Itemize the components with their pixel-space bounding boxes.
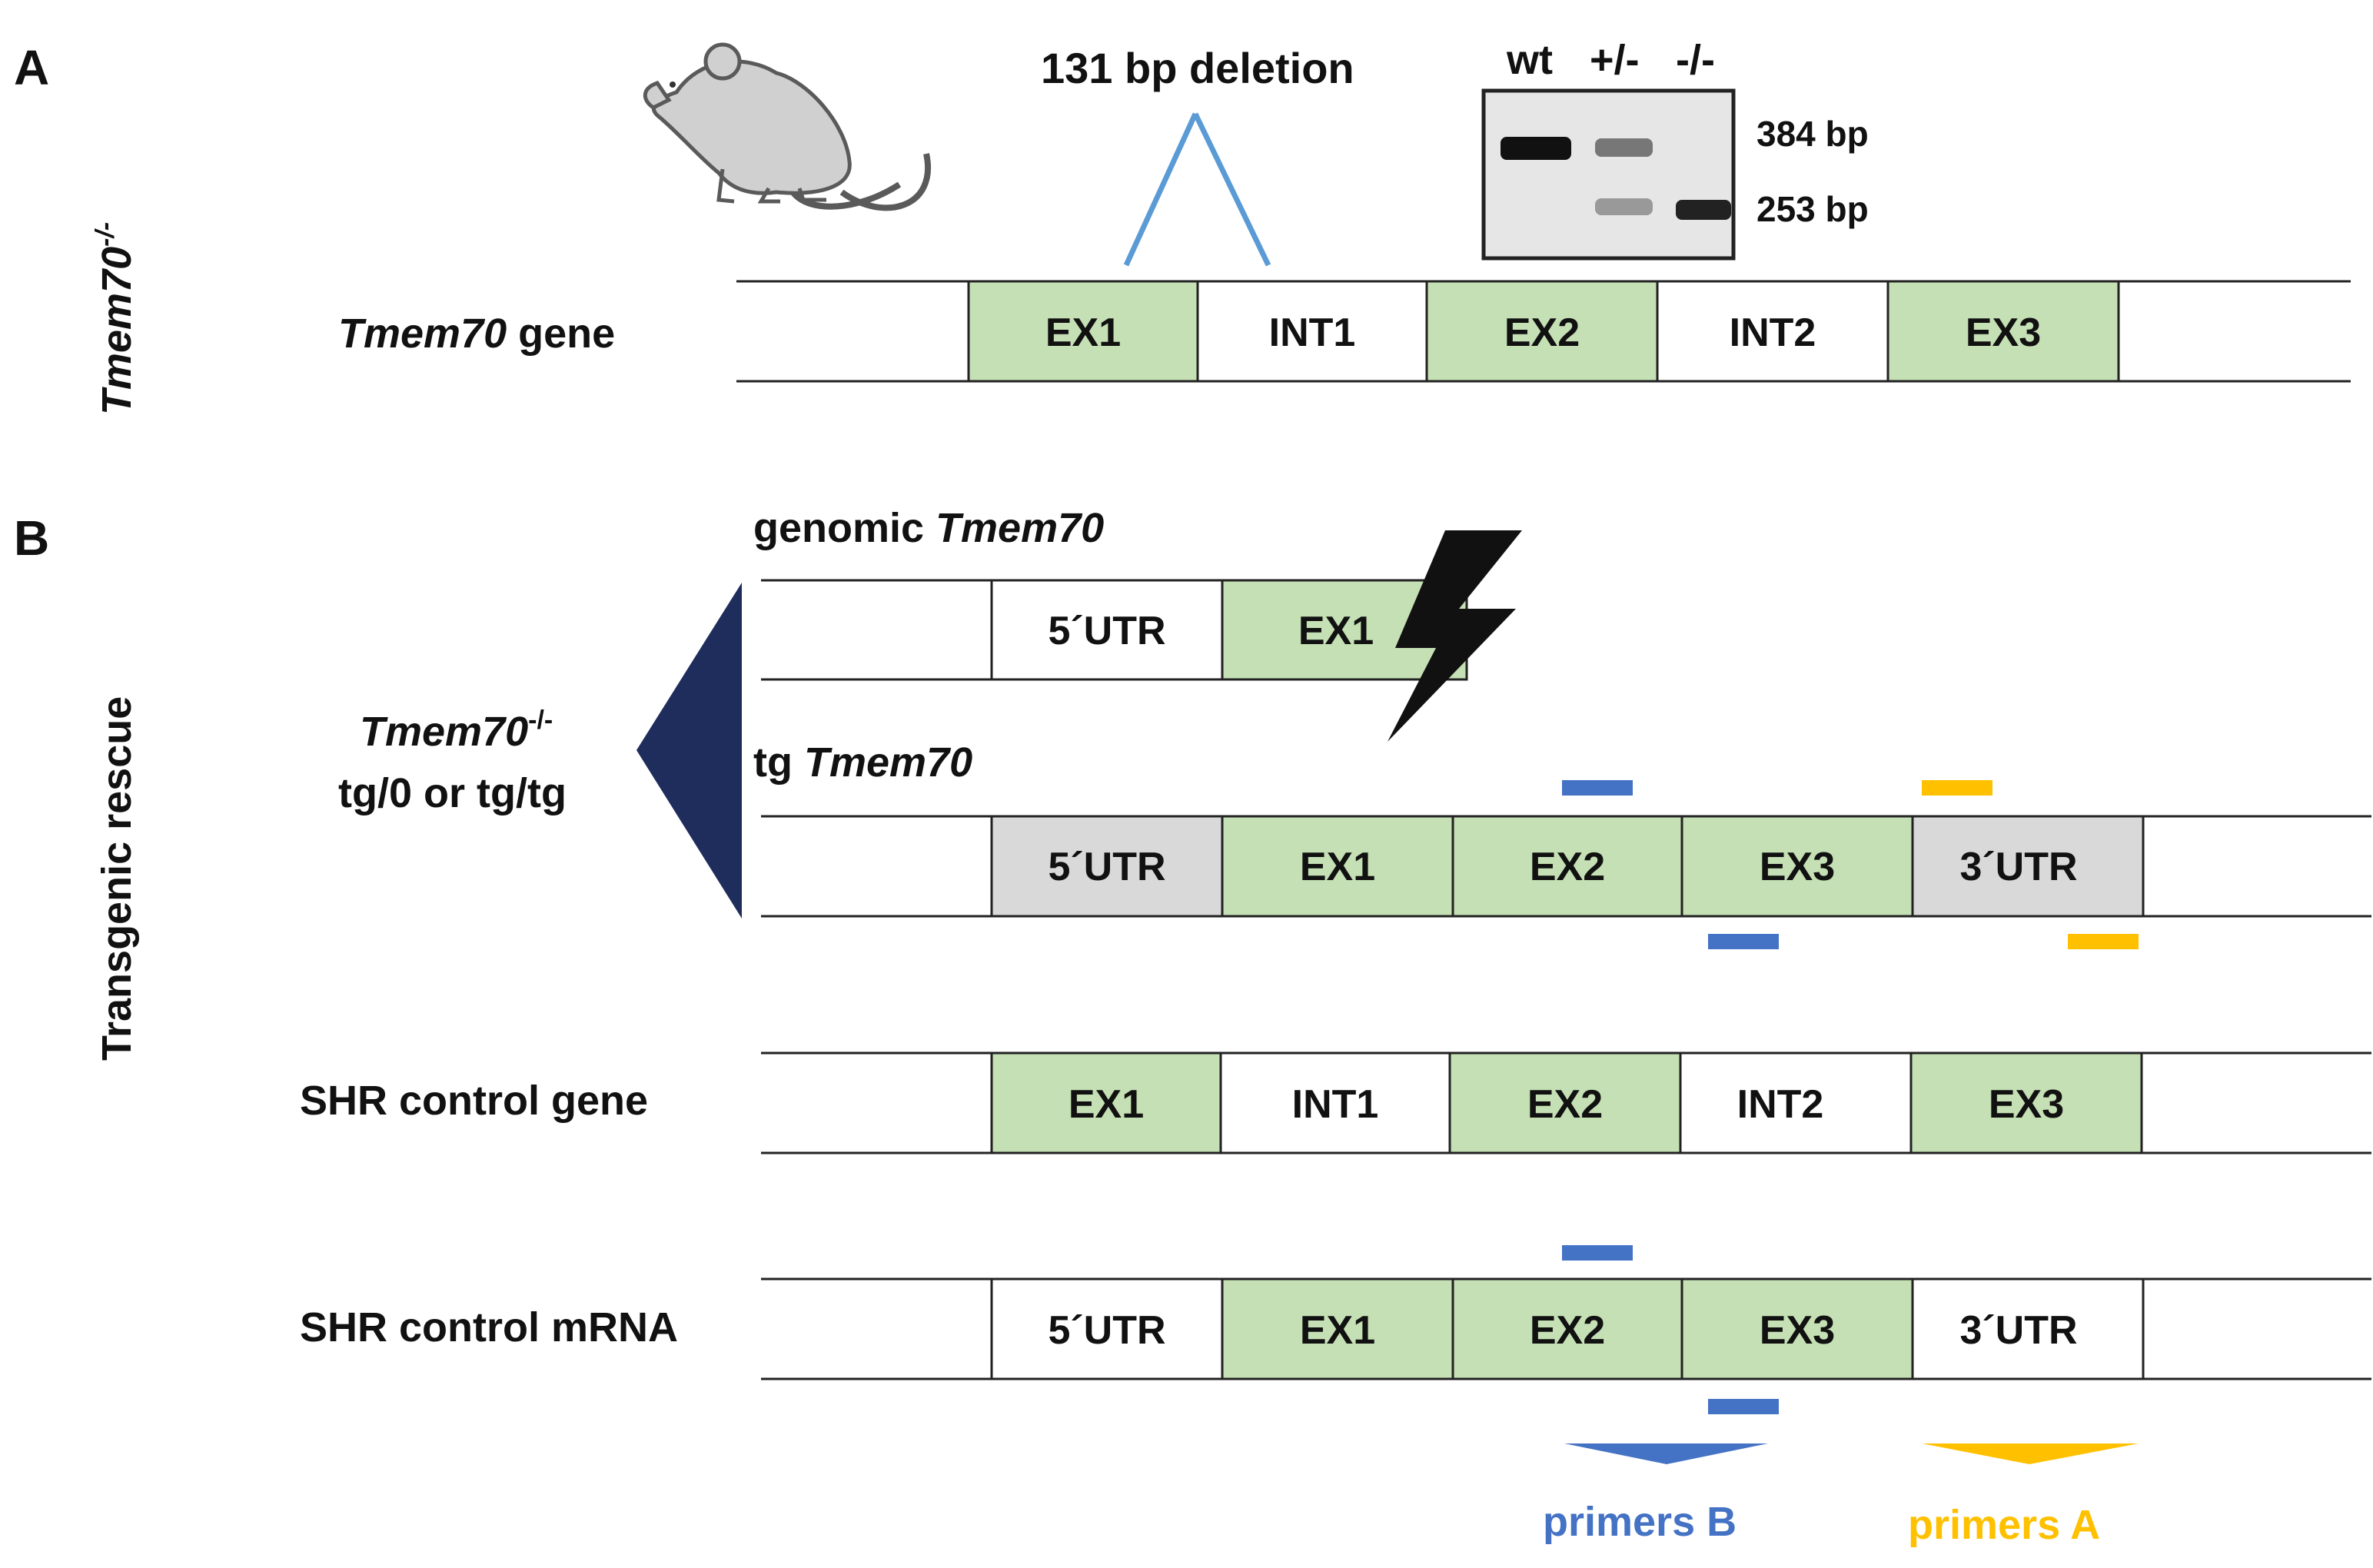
mrna-primer-b-reverse bbox=[1708, 1399, 1779, 1414]
shr-gene-ex2-label: EX2 bbox=[1527, 1082, 1603, 1127]
tg-primer-a-forward bbox=[1922, 780, 1992, 796]
shr-gene-int1 bbox=[1219, 1051, 1451, 1154]
panel-a-letter: A bbox=[14, 40, 49, 95]
shr-control-mrna-row bbox=[761, 1277, 2371, 1380]
gel-size-384: 384 bp bbox=[1756, 114, 1869, 154]
tg-ex2-label: EX2 bbox=[1530, 845, 1605, 889]
panel-a-ex3-label: EX3 bbox=[1966, 311, 2041, 355]
shr-control-mrna-label: SHR control mRNA bbox=[300, 1304, 678, 1350]
mrna-primer-b-forward bbox=[1562, 1245, 1633, 1261]
tg-primer-b-forward bbox=[1562, 780, 1633, 796]
shr-mrna-ex2 bbox=[1451, 1277, 1683, 1380]
gel-image bbox=[1481, 88, 1736, 261]
gel-lane-wt: wt bbox=[1506, 37, 1553, 83]
panel-a-gene-label: Tmem70 gene bbox=[338, 311, 615, 357]
panel-b-letter: B bbox=[14, 510, 49, 566]
shr-gene-int2 bbox=[1679, 1051, 1913, 1154]
shr-mrna-3utr bbox=[1911, 1277, 2145, 1380]
gel-lane-het: +/- bbox=[1590, 37, 1640, 83]
panel-a-int2-label: INT2 bbox=[1730, 311, 1816, 355]
panel-a-int1-label: INT1 bbox=[1269, 311, 1356, 355]
genomic-tmem70-label: genomic Tmem70 bbox=[753, 505, 1104, 551]
panel-a-gene-row bbox=[736, 280, 2351, 383]
panel-a-ex3 bbox=[1886, 280, 2120, 383]
tg-3utr-label: 3´UTR bbox=[1959, 845, 2077, 889]
shr-mrna-ex3-label: EX3 bbox=[1760, 1308, 1835, 1353]
tg-5utr bbox=[990, 815, 1224, 918]
shr-mrna-5utr bbox=[990, 1277, 1224, 1380]
primers-b-bracket bbox=[1564, 1443, 1768, 1464]
panel-a-ex2 bbox=[1425, 280, 1659, 383]
panel-a-int2 bbox=[1656, 280, 1889, 383]
genomic-5utr bbox=[990, 579, 1224, 681]
shr-gene-int2-label: INT2 bbox=[1737, 1082, 1824, 1127]
tg-primer-b-reverse bbox=[1708, 934, 1779, 949]
panel-a-ex1-label: EX1 bbox=[1045, 311, 1121, 355]
genomic-5utr-label: 5´UTR bbox=[1048, 609, 1165, 653]
rescue-mouse-label-line2: tg/0 or tg/tg bbox=[338, 770, 567, 816]
rescue-triangle bbox=[636, 583, 742, 919]
genomic-ex1-label: EX1 bbox=[1298, 609, 1374, 653]
panel-b-side-label: Transgenic rescue bbox=[94, 696, 140, 1061]
tg-tmem70-label: tg Tmem70 bbox=[753, 739, 972, 786]
shr-mrna-3utr-label: 3´UTR bbox=[1959, 1308, 2077, 1353]
tg-ex1-label: EX1 bbox=[1300, 845, 1375, 889]
shr-gene-int1-label: INT1 bbox=[1292, 1082, 1379, 1127]
tg-ex3 bbox=[1680, 815, 1914, 918]
tg-ex1 bbox=[1221, 815, 1454, 918]
primers-a-bracket bbox=[1922, 1443, 2139, 1464]
panel-a-int1 bbox=[1196, 280, 1428, 383]
shr-mrna-ex3 bbox=[1680, 1277, 1914, 1380]
gel-lane-ko: -/- bbox=[1676, 37, 1715, 83]
deletion-label: 131 bp deletion bbox=[1041, 44, 1354, 92]
deletion-marker bbox=[1123, 112, 1271, 267]
panel-a-side-label-text: Tmem70 bbox=[94, 247, 140, 415]
gel-size-253: 253 bp bbox=[1756, 189, 1869, 229]
panel-a-ex1 bbox=[967, 280, 1199, 383]
shr-mrna-5utr-label: 5´UTR bbox=[1048, 1308, 1165, 1353]
shr-mrna-ex1-label: EX1 bbox=[1300, 1308, 1375, 1353]
shr-mrna-ex2-label: EX2 bbox=[1530, 1308, 1605, 1353]
panel-a-ex2-label: EX2 bbox=[1504, 311, 1580, 355]
shr-gene-ex3-label: EX3 bbox=[1989, 1082, 2064, 1127]
shr-control-gene-row bbox=[761, 1051, 2371, 1154]
rescue-mouse-label-line1: Tmem70-/- bbox=[360, 706, 553, 755]
shr-control-gene-label: SHR control gene bbox=[300, 1078, 648, 1124]
tg-3utr bbox=[1911, 815, 2145, 918]
tg-5utr-label: 5´UTR bbox=[1048, 845, 1165, 889]
tg-ex2 bbox=[1451, 815, 1683, 918]
shr-mrna-ex1 bbox=[1221, 1277, 1454, 1380]
shr-gene-ex2 bbox=[1448, 1051, 1682, 1154]
primers-a-label: primers A bbox=[1908, 1502, 2100, 1548]
tg-ex3-label: EX3 bbox=[1760, 845, 1835, 889]
tg-primer-a-reverse bbox=[2068, 934, 2139, 949]
shr-gene-ex1 bbox=[990, 1051, 1222, 1154]
lightning-bolt-icon bbox=[1388, 530, 1522, 742]
primers-b-label: primers B bbox=[1543, 1499, 1737, 1545]
mouse-icon bbox=[643, 42, 931, 211]
shr-gene-ex1-label: EX1 bbox=[1069, 1082, 1144, 1127]
panel-a-side-label-sup: -/- bbox=[91, 222, 120, 247]
panel-a-side-label: Tmem70-/- bbox=[91, 222, 140, 415]
shr-gene-ex3 bbox=[1909, 1051, 2143, 1154]
tg-row bbox=[761, 815, 2371, 918]
